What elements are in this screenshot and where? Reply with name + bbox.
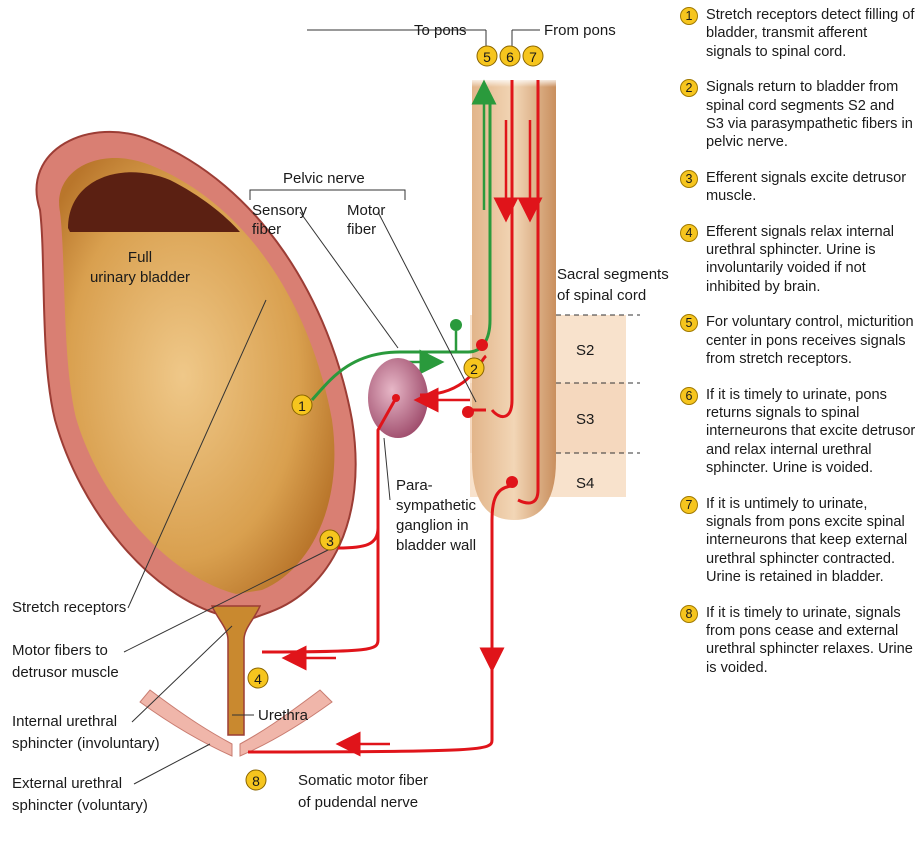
label-internal-sphincter: sphincter (involuntary) [12,735,160,752]
step-item-4: 4 Efferent signals relax internal urethr… [680,223,916,297]
label-s4: S4 [576,475,594,492]
label-somatic-fiber: of pudendal nerve [298,794,418,811]
step-marker-6: 6 [500,46,520,66]
label-full-bladder: urinary bladder [90,269,190,286]
step-marker-8: 8 [246,770,266,790]
label-ganglion: Para- [396,477,433,494]
step-item-7: 7 If it is untimely to urinate, signals … [680,495,916,587]
step-number-badge: 2 [680,79,698,97]
step-text: Efferent signals relax internal urethral… [706,224,894,295]
label-pelvic-nerve: Pelvic nerve [283,170,365,187]
label-motor-fiber: fiber [347,221,376,238]
label-external-sphincter: External urethral [12,775,122,792]
step-number-badge: 7 [680,496,698,514]
step-number-badge: 5 [680,314,698,332]
label-ganglion: ganglion in [396,517,469,534]
interneuron-icon [462,406,474,418]
step-text: If it is untimely to urinate, signals fr… [706,496,907,586]
label-ganglion: bladder wall [396,537,476,554]
step-item-2: 2 Signals return to bladder from spinal … [680,78,916,152]
label-ganglion: sympathetic [396,497,477,514]
svg-text:7: 7 [529,49,537,65]
label-urethra: Urethra [258,707,309,724]
label-full-bladder: Full [128,249,152,266]
svg-text:5: 5 [483,49,491,65]
step-marker-5: 5 [477,46,497,66]
step-marker-4: 4 [248,668,268,688]
leader-line [384,438,390,500]
label-motor-fibers: detrusor muscle [12,664,119,681]
svg-text:2: 2 [470,361,478,377]
step-marker-7: 7 [523,46,543,66]
label-external-sphincter: sphincter (voluntary) [12,797,148,814]
label-from-pons: From pons [544,22,616,39]
label-s3: S3 [576,411,594,428]
pelvic-nerve-bracket [250,190,405,200]
step-text: If it is timely to urinate, pons returns… [706,387,915,477]
label-somatic-fiber: Somatic motor fiber [298,772,428,789]
step-number-badge: 8 [680,605,698,623]
receptor-icon [450,319,462,331]
step-item-3: 3 Efferent signals excite detrusor muscl… [680,169,916,206]
label-stretch-receptors: Stretch receptors [12,599,126,616]
label-motor-fiber: Motor [347,202,385,219]
step-number-badge: 4 [680,224,698,242]
step-text: For voluntary control, micturition cente… [706,314,914,367]
step-text: Efferent signals excite detrusor muscle. [706,170,906,204]
label-s2: S2 [576,342,594,359]
svg-text:1: 1 [298,398,306,414]
svg-text:8: 8 [252,773,260,789]
interneuron-icon [476,339,488,351]
step-list: 1 Stretch receptors detect filling of bl… [680,6,916,694]
step-text: Signals return to bladder from spinal co… [706,79,913,150]
label-to-pons: To pons [414,22,467,39]
step-number-badge: 1 [680,7,698,25]
label-sensory-fiber: fiber [252,221,281,238]
step-text: Stretch receptors detect filling of blad… [706,7,914,60]
label-sacral-segments: of spinal cord [557,287,646,304]
step-marker-2: 2 [464,358,484,378]
step-item-1: 1 Stretch receptors detect filling of bl… [680,6,916,61]
label-motor-fibers: Motor fibers to [12,642,108,659]
step-item-8: 8 If it is timely to urinate, signals fr… [680,604,916,678]
svg-text:4: 4 [254,671,262,687]
step-text: If it is timely to urinate, signals from… [706,605,913,676]
svg-text:6: 6 [506,49,514,65]
step-item-5: 5 For voluntary control, micturition cen… [680,313,916,368]
label-sensory-fiber: Sensory [252,202,308,219]
step-marker-1: 1 [292,395,312,415]
step-number-badge: 6 [680,387,698,405]
label-internal-sphincter: Internal urethral [12,713,117,730]
step-item-6: 6 If it is timely to urinate, pons retur… [680,386,916,478]
label-sacral-segments: Sacral segments [557,266,669,283]
svg-text:3: 3 [326,533,334,549]
step-number-badge: 3 [680,170,698,188]
sensory-fiber [312,100,490,400]
step-marker-3: 3 [320,530,340,550]
